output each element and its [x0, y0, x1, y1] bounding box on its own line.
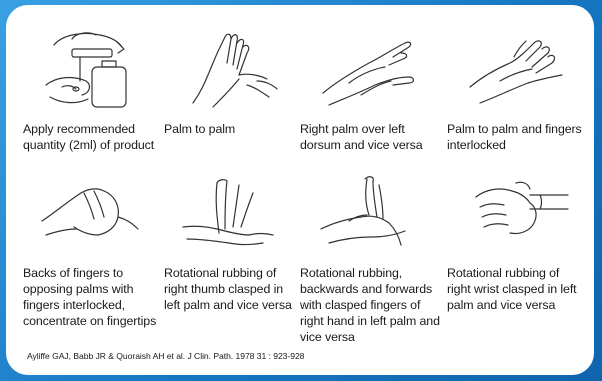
- fingertip-rubbing-icon: [309, 173, 427, 253]
- citation: Ayliffe GAJ, Babb JR & Quoraish AH et al…: [27, 351, 304, 361]
- step-fingertip-rubbing: Rotational rubbing, backwards and forwar…: [297, 173, 444, 355]
- hand-hygiene-card: Apply recommended quantity (2ml) of prod…: [6, 5, 594, 375]
- step-palm-over-dorsum: Right palm over left dorsum and vice ver…: [297, 23, 444, 173]
- step-caption: Apply recommended quantity (2ml) of prod…: [20, 121, 161, 153]
- step-apply-product: Apply recommended quantity (2ml) of prod…: [20, 23, 161, 173]
- step-caption: Palm to palm and fingers interlocked: [444, 121, 590, 153]
- palm-over-dorsum-icon: [309, 23, 427, 115]
- step-caption: Rotational rubbing of right thumb claspe…: [161, 265, 297, 313]
- dispenser-hands-icon: [32, 23, 150, 115]
- step-caption: Rotational rubbing of right wrist claspe…: [444, 265, 590, 313]
- step-wrist-rubbing: Rotational rubbing of right wrist claspe…: [444, 173, 590, 355]
- wrist-rubbing-icon: [456, 173, 574, 253]
- step-fingers-interlocked: Palm to palm and fingers interlocked: [444, 23, 590, 173]
- fingers-interlocked-icon: [456, 23, 574, 115]
- backs-of-fingers-icon: [32, 173, 150, 253]
- step-caption: Backs of fingers to opposing palms with …: [20, 265, 161, 329]
- thumb-rubbing-icon: [173, 173, 291, 253]
- step-thumb-rubbing: Rotational rubbing of right thumb claspe…: [161, 173, 297, 355]
- palm-to-palm-icon: [173, 23, 291, 115]
- step-caption: Rotational rubbing, backwards and forwar…: [297, 265, 444, 345]
- step-backs-of-fingers: Backs of fingers to opposing palms with …: [20, 173, 161, 355]
- step-caption: Right palm over left dorsum and vice ver…: [297, 121, 444, 153]
- steps-grid: Apply recommended quantity (2ml) of prod…: [20, 23, 590, 355]
- step-caption: Palm to palm: [161, 121, 297, 137]
- step-palm-to-palm: Palm to palm: [161, 23, 297, 173]
